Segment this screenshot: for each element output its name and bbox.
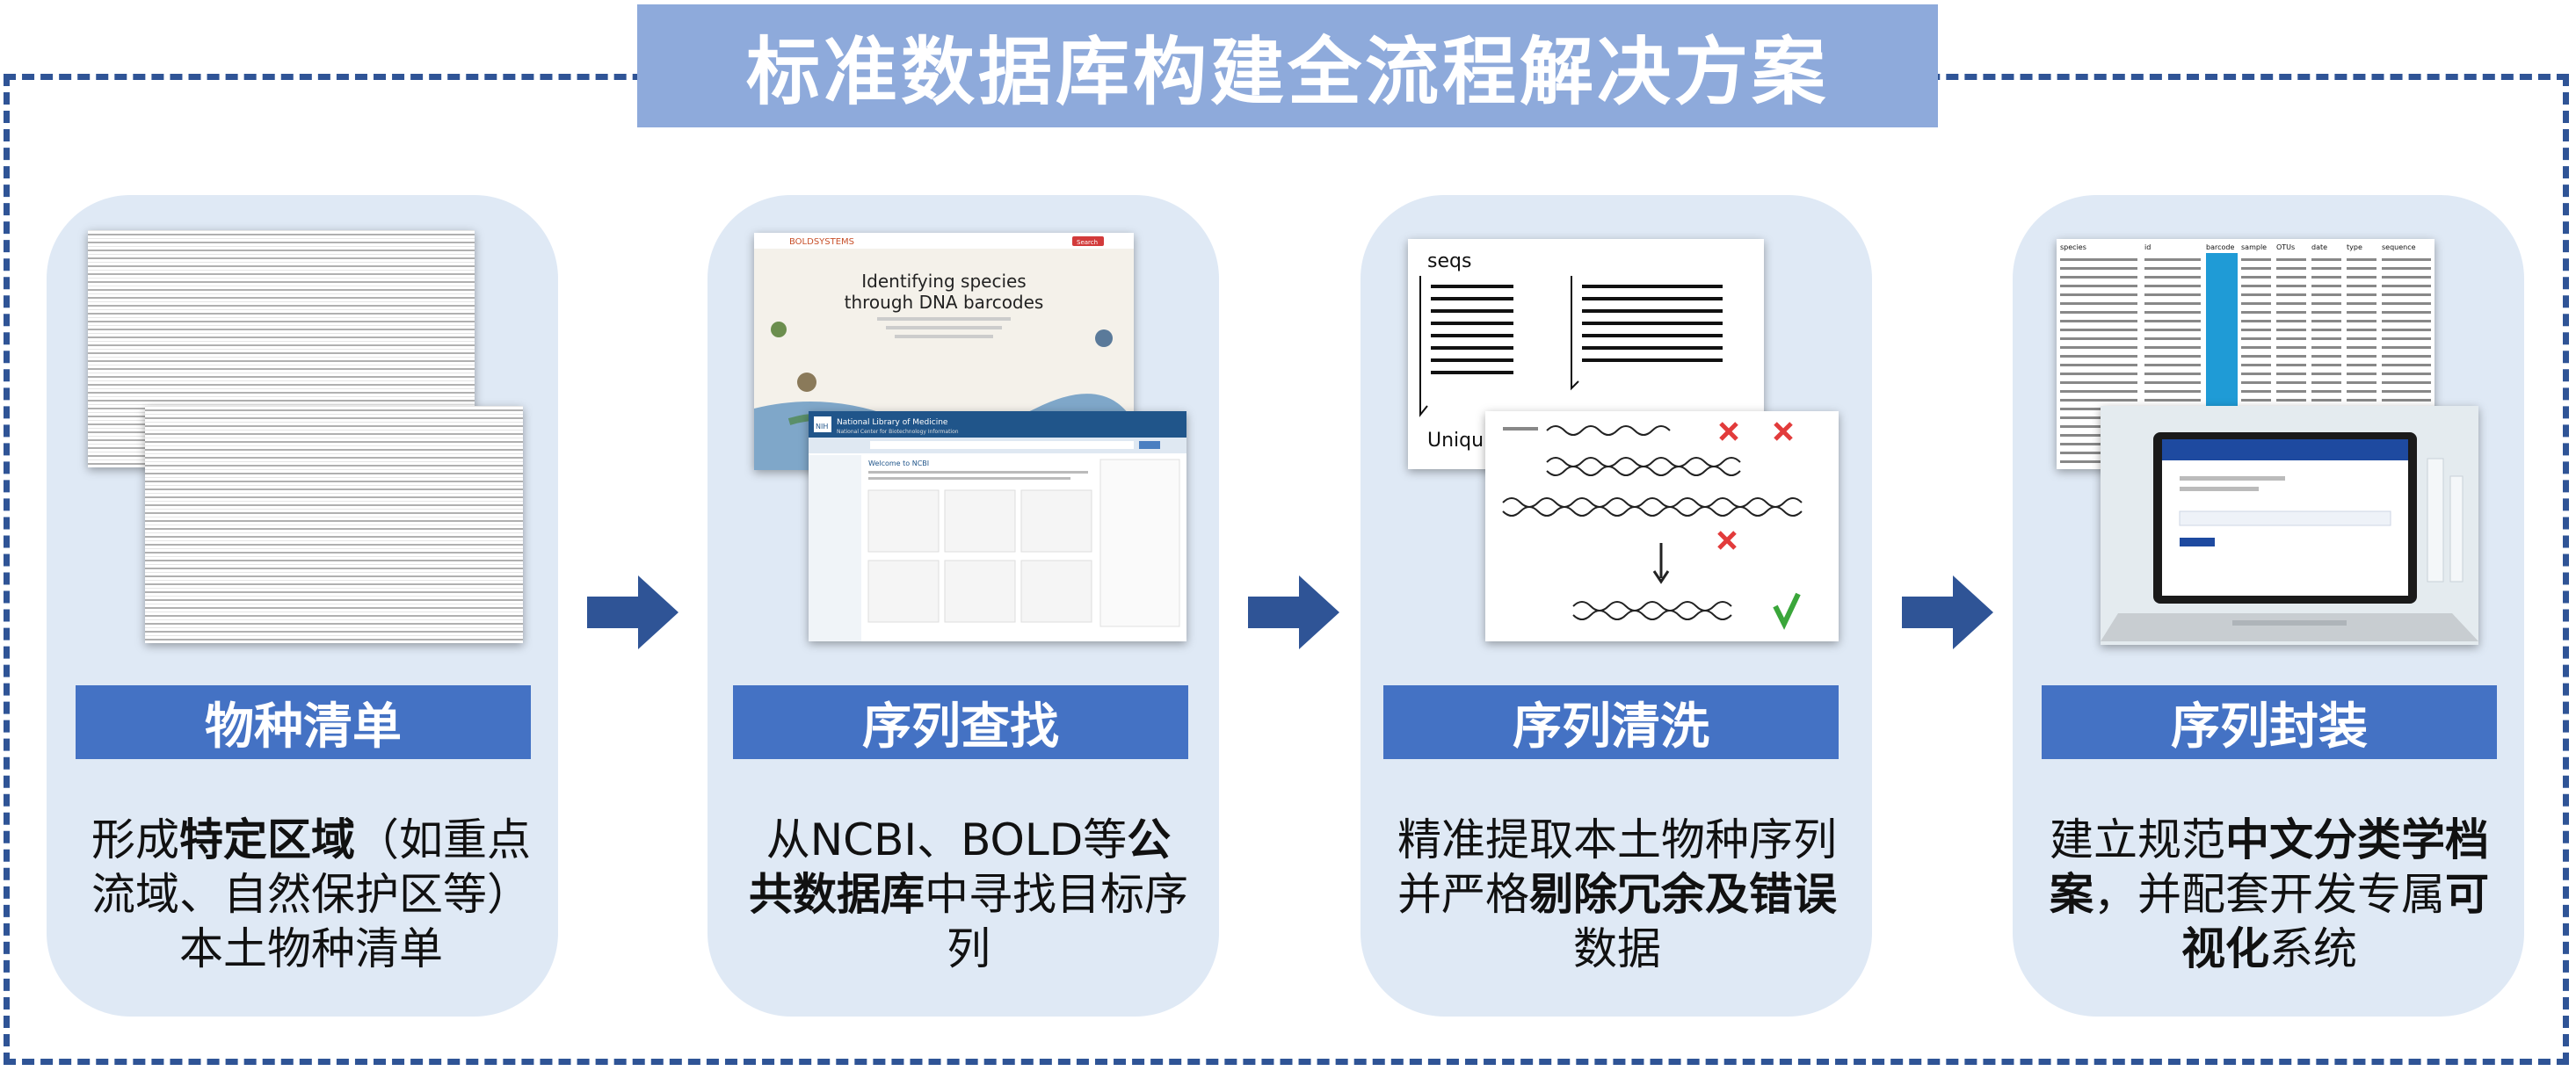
dna-cleaning-diagram <box>1485 411 1839 641</box>
step-label-sequence-cleaning: 序列清洗 <box>1383 685 1839 759</box>
description-text: 形成 <box>91 814 179 865</box>
bold-search-button: Search <box>1077 239 1098 246</box>
svg-text:date: date <box>2311 243 2327 251</box>
description-text: 精准提取本土物种序列并严格 <box>1397 814 1837 920</box>
arrow-right-icon <box>1902 575 1993 649</box>
ncbi-subtitle: National Center for Biotechnology Inform… <box>837 429 959 435</box>
description-highlight: 剔除冗余及错误 <box>1529 869 1837 920</box>
laptop-visualization-photo <box>2101 406 2478 645</box>
arrow-right-icon <box>587 575 678 649</box>
svg-text:OTUs: OTUs <box>2276 243 2295 251</box>
bold-headline-1: Identifying species <box>861 271 1026 292</box>
species-table-screenshot-front <box>145 406 523 643</box>
step-description-sequence-packaging: 建立规范中文分类学档案，并配套开发专属可视化系统 <box>2050 813 2489 976</box>
description-highlight: 中文分类学档案 <box>2050 814 2489 920</box>
step-label-species-list: 物种清单 <box>76 685 531 759</box>
svg-text:type: type <box>2347 243 2362 251</box>
step-label-sequence-packaging: 序列封装 <box>2042 685 2497 759</box>
unique-label: Uniqu <box>1427 430 1484 452</box>
arrow-right-icon <box>1248 575 1339 649</box>
description-text: ，并配套开发专属 <box>2093 869 2445 920</box>
title-banner: 标准数据库构建全流程解决方案 <box>637 4 1938 127</box>
description-text: （如重点流域、自然保护区等）本土物种清单 <box>91 814 531 974</box>
svg-text:id: id <box>2144 243 2151 251</box>
description-text: 建立规范 <box>2050 814 2225 865</box>
step-description-species-list: 形成特定区域（如重点流域、自然保护区等）本土物种清单 <box>91 813 531 976</box>
bold-headline-2: through DNA barcodes <box>845 292 1044 313</box>
description-highlight: 可视化 <box>2181 869 2489 974</box>
ncbi-title: National Library of Medicine <box>837 418 948 427</box>
description-text: 中寻找目标序列 <box>925 869 1188 974</box>
step-description-sequence-search: 从NCBI、BOLD等公共数据库中寻找目标序列 <box>749 813 1188 976</box>
svg-text:barcode: barcode <box>2206 243 2234 251</box>
svg-text:sample: sample <box>2241 243 2267 251</box>
step-description-sequence-cleaning: 精准提取本土物种序列并严格剔除冗余及错误数据 <box>1397 813 1837 976</box>
ncbi-screenshot: NIH National Library of Medicine Nationa… <box>809 411 1186 641</box>
svg-text:sequence: sequence <box>2382 243 2416 251</box>
svg-text:species: species <box>2060 243 2086 251</box>
bold-brand: BOLDSYSTEMS <box>789 237 854 247</box>
description-text: 系统 <box>2269 923 2357 974</box>
page-title: 标准数据库构建全流程解决方案 <box>745 28 1829 115</box>
description-highlight: 公共数据库 <box>749 814 1172 920</box>
description-text: 从NCBI、BOLD等 <box>766 814 1128 865</box>
description-text: 数据 <box>1573 923 1661 974</box>
ncbi-welcome: Welcome to NCBI <box>868 460 929 467</box>
seqs-label: seqs <box>1427 250 1471 272</box>
ncbi-nih-logo: NIH <box>816 423 828 431</box>
step-label-sequence-search: 序列查找 <box>733 685 1188 759</box>
description-highlight: 特定区域 <box>179 814 355 865</box>
